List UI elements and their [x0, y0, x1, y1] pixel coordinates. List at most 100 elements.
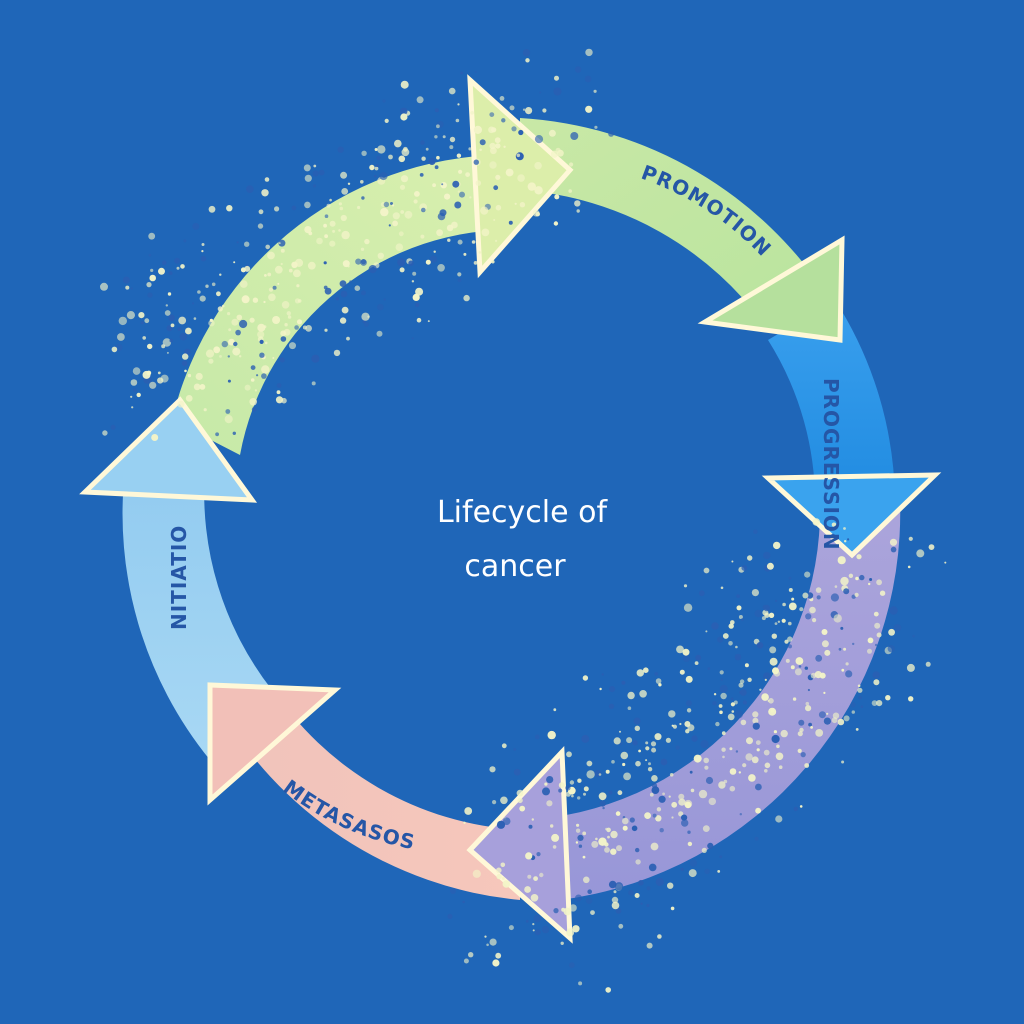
particle: [463, 821, 466, 824]
particle: [613, 737, 621, 745]
particle: [598, 792, 607, 801]
particle: [740, 719, 747, 726]
particle: [763, 551, 771, 560]
particle: [785, 658, 790, 663]
particle: [763, 749, 770, 756]
particle: [437, 264, 445, 272]
particle: [731, 560, 734, 563]
particle: [879, 590, 886, 596]
particle: [513, 748, 517, 751]
particle: [774, 622, 778, 625]
particle: [533, 914, 542, 923]
particle: [671, 816, 674, 819]
particle: [236, 314, 243, 321]
particle: [527, 874, 532, 879]
particle: [734, 710, 744, 719]
particle: [261, 365, 270, 374]
particle: [227, 355, 230, 358]
particle: [708, 797, 716, 806]
particle: [594, 125, 598, 129]
particle: [654, 672, 659, 676]
particle: [368, 265, 377, 274]
particle: [893, 624, 902, 632]
particle: [420, 234, 425, 239]
particle: [436, 155, 440, 160]
particle: [777, 620, 781, 623]
particle: [433, 250, 436, 253]
particle: [312, 184, 317, 188]
particle: [427, 320, 430, 323]
particle: [752, 711, 759, 718]
arrowhead-metastasis: [207, 682, 342, 806]
particle: [400, 175, 409, 183]
particle: [868, 582, 871, 586]
arrowhead-promotion: [697, 235, 845, 343]
particle: [192, 302, 195, 305]
particle: [687, 841, 693, 847]
particle: [219, 273, 222, 276]
particle: [542, 787, 550, 796]
particle: [802, 592, 809, 599]
particle: [122, 276, 130, 284]
particle: [457, 272, 462, 277]
particle: [272, 285, 277, 290]
particle: [703, 567, 710, 574]
particle: [809, 606, 816, 614]
particle: [860, 705, 864, 708]
particle: [746, 737, 753, 745]
particle: [764, 769, 768, 773]
particle: [638, 749, 641, 753]
particle: [447, 238, 451, 242]
particle: [532, 923, 535, 926]
particle: [258, 209, 264, 215]
particle: [425, 259, 431, 265]
particle: [284, 323, 288, 327]
particle: [867, 637, 874, 644]
particle: [826, 712, 829, 715]
particle: [845, 662, 849, 666]
particle: [332, 229, 336, 233]
particle: [728, 623, 734, 629]
particle: [566, 751, 572, 758]
particle: [527, 182, 536, 191]
particle: [887, 645, 895, 653]
particle: [449, 136, 456, 143]
particle: [831, 522, 837, 528]
particle: [147, 292, 153, 298]
particle: [575, 841, 579, 844]
particle: [304, 174, 312, 182]
particle: [873, 679, 880, 686]
particle: [658, 683, 662, 687]
particle: [377, 252, 384, 259]
particle: [227, 312, 231, 316]
particle: [534, 135, 544, 144]
particle: [646, 942, 653, 949]
particle: [411, 280, 415, 283]
particle: [925, 661, 931, 667]
particle: [748, 774, 756, 782]
particle: [585, 897, 593, 904]
particle: [719, 710, 723, 715]
particle: [157, 371, 161, 375]
particle: [374, 148, 378, 151]
particle: [181, 360, 188, 367]
particle: [182, 353, 189, 360]
particle: [236, 241, 239, 244]
particle: [501, 877, 505, 880]
particle: [144, 318, 150, 324]
particle: [759, 688, 762, 691]
particle: [495, 174, 501, 180]
particle: [928, 544, 935, 550]
particle: [375, 164, 379, 168]
particle: [514, 202, 517, 205]
particle: [165, 304, 168, 307]
particle: [463, 958, 469, 964]
particle: [640, 902, 643, 905]
particle: [338, 202, 342, 206]
particle: [496, 867, 502, 874]
particle: [799, 727, 804, 733]
particle: [148, 253, 152, 257]
particle: [479, 148, 482, 152]
particle: [465, 172, 470, 178]
particle: [110, 424, 116, 430]
